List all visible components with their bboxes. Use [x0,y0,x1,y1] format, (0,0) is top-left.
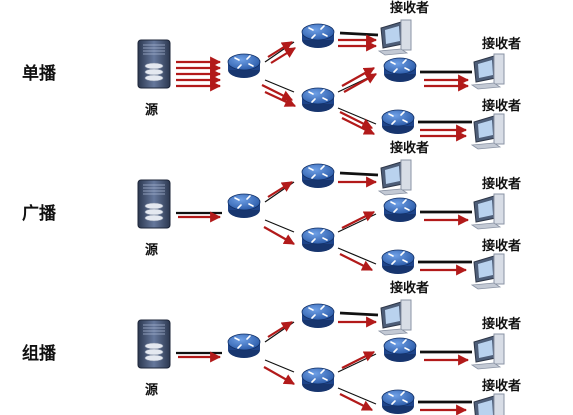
receiver-computer-icon [470,53,505,90]
receiver-label: 接收者 [482,238,521,254]
source-server-icon [137,179,171,229]
receiver-label: 接收者 [390,0,429,16]
router-icon [381,249,415,274]
flow-arrow [264,91,296,107]
link-line [264,79,295,93]
receiver-computer-icon [470,113,505,150]
link-line [337,213,377,233]
link-line [264,359,295,373]
router-icon [227,53,261,78]
receiver-label: 接收者 [482,378,521,394]
flow-arrow [341,67,375,87]
flow-arrow [267,181,293,198]
router-icon [301,367,335,392]
source-label: 源 [145,102,158,118]
link-line [339,31,379,37]
router-icon [383,337,417,362]
flow-arrow [263,366,295,385]
router-icon [383,197,417,222]
flow-arrow [270,47,296,64]
router-icon [301,23,335,48]
router-icon [227,193,261,218]
receiver-computer-icon [470,253,505,290]
flow-arrow [263,226,295,245]
router-icon [301,163,335,188]
flow-arrow [343,73,377,93]
receiver-computer-icon [377,159,412,196]
flow-arrow [341,117,375,135]
link-line [264,321,295,343]
receiver-label: 接收者 [482,316,521,332]
source-server-icon [137,319,171,369]
source-server-icon [137,39,171,89]
receiver-computer-icon [470,333,505,370]
router-icon [227,333,261,358]
link-line [337,353,377,373]
link-line [339,171,379,177]
flow-arrow [267,41,293,58]
flow-arrow [267,321,293,338]
receiver-computer-icon [470,193,505,230]
link-line [264,181,295,203]
receiver-label: 接收者 [390,280,429,296]
flow-arrow [341,351,375,369]
receiver-label: 接收者 [390,140,429,156]
section-title: 广播 [22,203,57,224]
receiver-computer-icon [473,393,505,415]
source-label: 源 [145,382,158,398]
source-label: 源 [145,242,158,258]
receiver-computer-icon [377,19,412,56]
flow-arrow [339,253,373,271]
router-icon [383,57,417,82]
receiver-computer-icon [377,299,412,336]
receiver-label: 接收者 [482,36,521,52]
section-title: 组播 [22,343,57,364]
link-line [339,311,379,317]
router-icon [301,87,335,112]
flow-arrow [339,393,373,411]
link-line [264,219,295,233]
receiver-label: 接收者 [482,98,521,114]
router-icon [301,227,335,252]
flow-arrow [341,211,375,229]
router-icon [301,303,335,328]
section-title: 单播 [22,63,57,84]
router-icon [381,109,415,134]
receiver-label: 接收者 [482,176,521,192]
router-icon [381,389,415,414]
